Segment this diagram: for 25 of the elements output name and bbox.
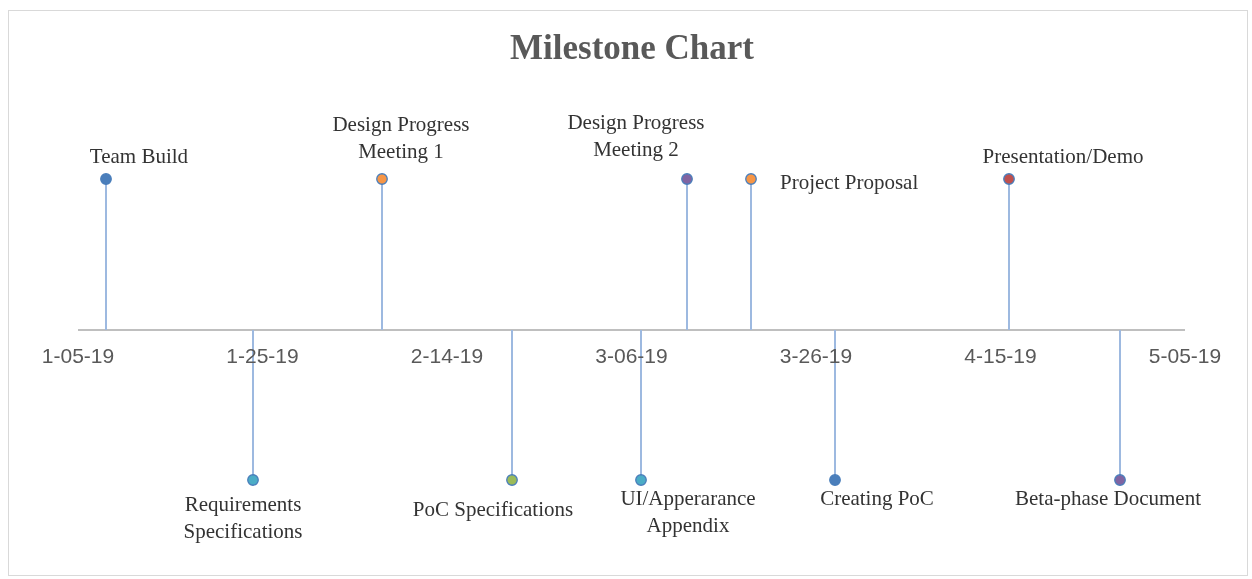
milestone-label: Requirements Specifications	[158, 491, 328, 545]
milestone-stem	[100, 173, 112, 331]
axis-label: 4-15-19	[964, 344, 1037, 368]
milestone-stem	[247, 329, 259, 486]
milestone-stem	[681, 173, 693, 331]
milestone-stem	[745, 173, 757, 331]
milestone-label: Design Progress Meeting 1	[306, 111, 496, 165]
milestone-stem	[376, 173, 388, 331]
milestone-label: Design Progress Meeting 2	[541, 109, 731, 163]
milestone-label: PoC Specifications	[393, 496, 593, 523]
milestone-stem	[506, 329, 518, 486]
milestone-stem	[1114, 329, 1126, 486]
milestone-stem	[829, 329, 841, 486]
axis-label: 1-05-19	[41, 344, 115, 368]
milestone-label: UI/Apperarance Appendix	[593, 485, 783, 539]
chart-title: Milestone Chart	[509, 28, 755, 68]
milestone-label: Team Build	[59, 143, 219, 170]
milestone-label: Beta-phase Document	[988, 485, 1228, 512]
milestone-label: Presentation/Demo	[958, 143, 1168, 170]
milestone-label: Creating PoC	[797, 485, 957, 512]
milestone-label: Project Proposal	[780, 169, 970, 196]
milestone-stem	[635, 329, 647, 486]
axis-label: 2-14-19	[410, 344, 484, 368]
milestone-stem	[1003, 173, 1015, 331]
axis-label: 5-05-19	[1148, 344, 1222, 368]
